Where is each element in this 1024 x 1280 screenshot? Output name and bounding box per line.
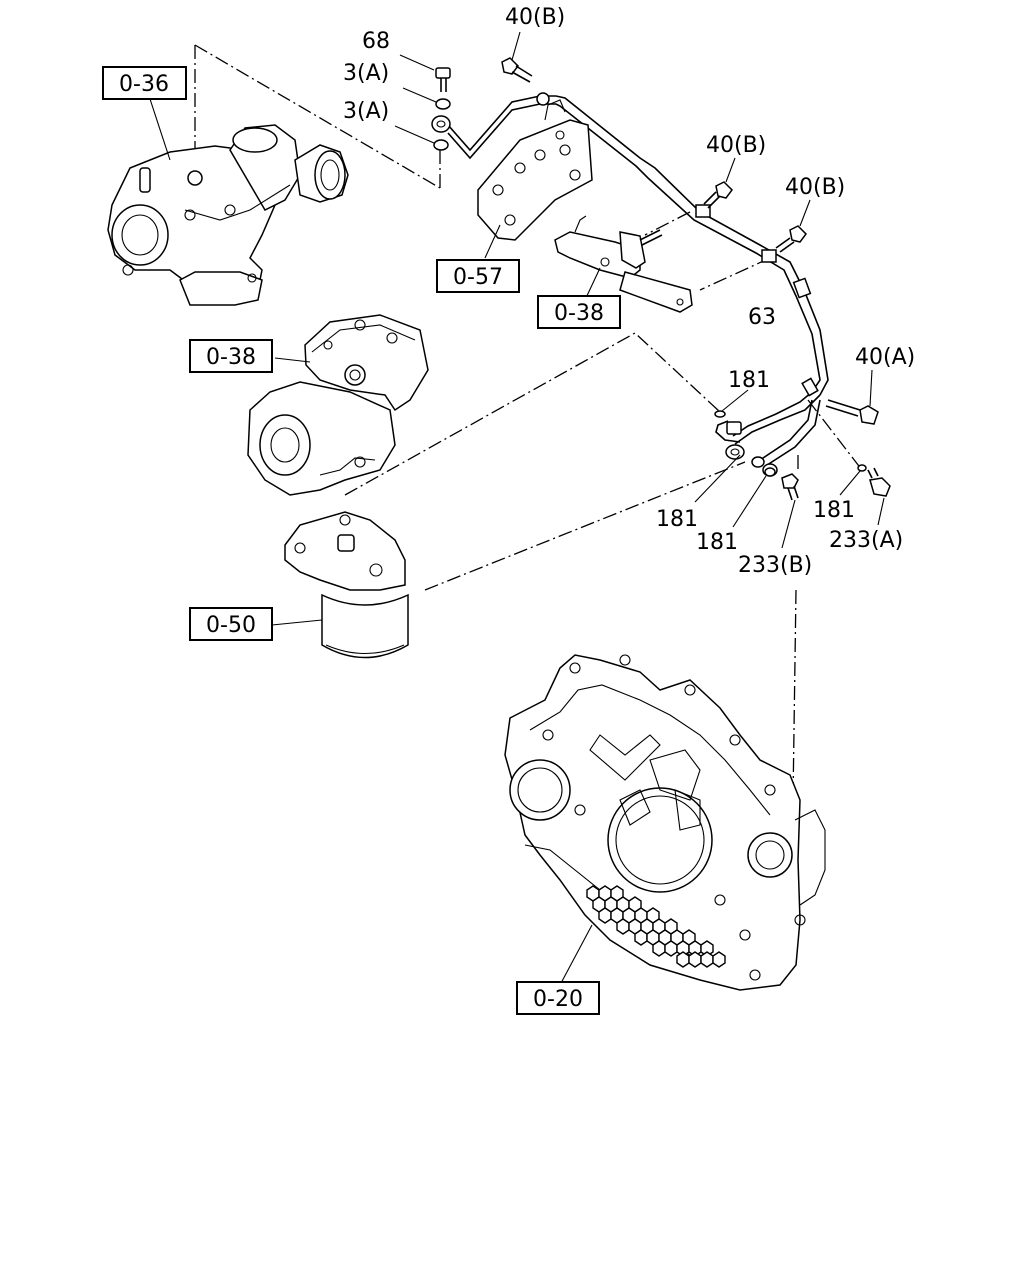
washer-3a-upper: [402, 87, 451, 110]
callout-68: 68: [362, 29, 390, 54]
callout-40b-top: 40(B): [505, 5, 565, 30]
bolt-233a: [867, 467, 891, 526]
lever-bracket-0-38: [554, 215, 693, 313]
callout-233b: 233(B): [738, 553, 812, 578]
oil-filter: [271, 511, 409, 659]
callout-40b-mid: 40(B): [706, 133, 766, 158]
oil-pipe-63: [447, 92, 829, 468]
ref-label-flywheel-housing: 0-20: [533, 987, 583, 1012]
callout-63: 63: [748, 305, 776, 330]
callout-40b-right: 40(B): [785, 175, 845, 200]
ref-label-turbocharger: 0-36: [119, 72, 169, 97]
turbocharger: [107, 124, 349, 306]
ref-label-air-compressor: 0-38: [206, 345, 256, 370]
bolt-40b-mid: [703, 157, 736, 209]
washer-3a-lower: [394, 125, 449, 151]
gasket-181-mid: [732, 467, 776, 528]
callout-40a: 40(A): [855, 345, 915, 370]
bolt-40b-top: [501, 31, 533, 83]
gasket-181-right: [839, 464, 867, 496]
bolt-68: [399, 54, 451, 92]
gasket-181-top: [714, 389, 749, 418]
flywheel-housing: [504, 654, 826, 991]
callout-233a: 233(A): [829, 528, 903, 553]
callout-181-top: 181: [728, 368, 770, 393]
ref-box-turbocharger: 0-36: [102, 66, 187, 161]
ref-box-air-compressor: 0-38: [189, 339, 273, 373]
bolt-40a: [801, 369, 879, 425]
callout-181-mid: 181: [696, 530, 738, 555]
callout-3a-lower: 3(A): [343, 99, 389, 124]
callout-181-left: 181: [656, 507, 698, 532]
ref-box-flywheel-housing: 0-20: [516, 981, 600, 1015]
air-compressor: [247, 314, 429, 496]
callout-181-right: 181: [813, 498, 855, 523]
ref-label-oil-filter: 0-50: [206, 613, 256, 638]
bolt-233b: [781, 473, 799, 549]
callout-3a-upper: 3(A): [343, 61, 389, 86]
ref-label-lever-bracket: 0-38: [554, 301, 604, 326]
ref-box-bracket: 0-57: [436, 259, 520, 293]
ref-box-lever-bracket: 0-38: [537, 295, 621, 329]
assembly-lines: [194, 44, 863, 871]
ref-label-bracket: 0-57: [453, 265, 503, 290]
bolt-40b-right: [775, 199, 811, 253]
hex-mesh: [586, 885, 726, 968]
bracket-0-57: [477, 99, 593, 259]
eye-fitting: [431, 115, 451, 133]
ref-box-oil-filter: 0-50: [189, 607, 273, 641]
